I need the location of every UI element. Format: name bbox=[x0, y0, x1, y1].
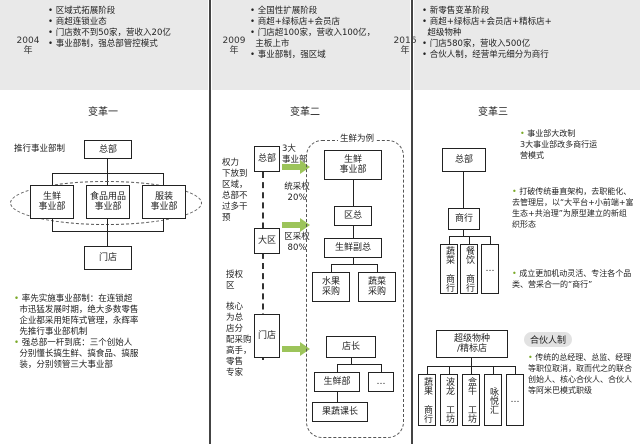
reform-3-hq: 总部 bbox=[442, 148, 486, 172]
reform-1-store: 门店 bbox=[84, 246, 132, 270]
era-2-item: • 全国性扩展阶段 bbox=[250, 6, 318, 16]
era-1-item: • 区域式拓展阶段 bbox=[48, 6, 116, 16]
reform-2-example-label: 生鲜为例 bbox=[338, 134, 377, 145]
era-2-item: • 商超+绿标店+会员店 bbox=[250, 17, 340, 27]
era-banner-1 bbox=[0, 0, 208, 90]
reform-2-core: 核心 为总 店分 配采购 高手， 零售 专家 bbox=[226, 302, 252, 378]
reform-1-side-label: 推行事业部制 bbox=[14, 144, 66, 154]
reform-2-fruit-veg: 果蔬课长 bbox=[312, 402, 368, 422]
era-3-item: • 新零售变革阶段 bbox=[422, 6, 490, 16]
reform-2-hq: 总部 bbox=[254, 146, 280, 172]
reform-3-sub-veg: 蔬菜 商行 bbox=[440, 244, 458, 294]
note-line: 分别懂长搞生鲜、搞食品、搞服 bbox=[19, 349, 139, 359]
era-banner-3 bbox=[414, 0, 640, 90]
era-2-list: • 全国性扩展阶段 • 商超+绿标店+会员店 • 门店超100家，营收入100亿… bbox=[250, 6, 410, 61]
era-2-item: • 门店超100家，营收入100亿， bbox=[250, 28, 376, 38]
reform-3-sub-food: 餐饮 商行 bbox=[460, 244, 478, 294]
reform-1-unit-apparel: 服装 事业部 bbox=[142, 185, 186, 219]
reform-3-sub-dots: … bbox=[481, 244, 499, 294]
reform-2-store-mgr: 店长 bbox=[326, 336, 376, 358]
note-line: 企业都采用矩阵式管理，永辉率 bbox=[19, 316, 139, 326]
reform-2-fresh-unit: 生鲜 事业部 bbox=[324, 150, 382, 180]
reform-1-hq: 总部 bbox=[84, 140, 132, 159]
reform-2-buy-fruit: 水果 采购 bbox=[312, 272, 350, 302]
era-3-item: 超级物种 bbox=[427, 28, 462, 38]
reform-3-top-note: • 事业部大改制 3大事业部改多商行运 营模式 bbox=[520, 129, 598, 160]
reform-3-business: 商行 bbox=[448, 208, 480, 230]
era-year-2: 2009 年 bbox=[222, 36, 246, 56]
reform-2-authorize: 授权 区 bbox=[226, 270, 244, 291]
reform-3-workshop-wine: 咏悦汇 bbox=[484, 374, 502, 426]
note-line: • 强总部一杆到底：三个创始人 bbox=[14, 338, 133, 348]
reform-1-notes: • 率先实施事业部制：在连锁超 市迅猛发展时期，绝大多数零售 企业都采用矩阵式管… bbox=[14, 294, 206, 371]
reform-3-workshop-veg: 蔬果 商行 bbox=[418, 374, 436, 426]
note-line: 市迅猛发展时期，绝大多数零售 bbox=[19, 305, 139, 315]
reform-2-arrow-icon bbox=[300, 342, 310, 356]
reform-1-unit-food: 食品用品 事业部 bbox=[86, 185, 130, 219]
era-3-item: • 门店580家，营收入500亿 bbox=[422, 39, 531, 49]
column-divider bbox=[411, 0, 413, 444]
reform-3-workshop-dots: … bbox=[506, 374, 524, 426]
reform-2-region-pct: 区采权 80% bbox=[284, 232, 310, 253]
note-line: 装，分别领管三大事业部 bbox=[19, 360, 113, 370]
reform-2-store: 门店 bbox=[254, 314, 280, 358]
reform-2-title: 变革二 bbox=[290, 107, 320, 118]
note-line: 先推行事业部机制 bbox=[19, 327, 88, 337]
reform-2-three-units: 3大 事业部 bbox=[282, 144, 308, 165]
reform-3-title: 变革三 bbox=[478, 107, 508, 118]
reform-1-unit-fresh: 生鲜 事业部 bbox=[30, 185, 74, 219]
reform-2-buy-veg: 蔬菜 采购 bbox=[358, 272, 396, 302]
reform-2-dots: … bbox=[368, 372, 394, 392]
reform-2-fresh-dept: 生鲜部 bbox=[314, 372, 360, 392]
reform-2-power-down: 权力 下放到 区域， 总部不 过多干 预 bbox=[222, 158, 248, 223]
era-3-item: • 合伙人制，经营单元细分为商行 bbox=[422, 50, 549, 60]
reform-2-region: 大区 bbox=[254, 228, 280, 254]
reform-2-overall-pct: 统采权 20% bbox=[284, 182, 310, 203]
reform-3-workshop-lobster: 波龙 工坊 bbox=[440, 374, 458, 426]
era-year-1: 2004 年 bbox=[16, 36, 40, 56]
reform-3-workshop-beef: 盒牛 工坊 bbox=[462, 374, 480, 426]
reform-3-mid-note-2: • 成立更加机动灵活、专注各个品类、营采合一的“商行” bbox=[512, 269, 632, 289]
reform-2-region-head: 区总 bbox=[334, 206, 372, 226]
reform-3-mid-note: • 打破传统垂直架构，去职能化、去管理层，以“大平台+小前端+富生态+共治理”为… bbox=[512, 187, 634, 229]
reform-2-arrow-icon bbox=[300, 160, 310, 174]
reform-1-ellipse bbox=[10, 181, 202, 225]
note-line: • 率先实施事业部制：在连锁超 bbox=[14, 294, 133, 304]
era-2-item: 主板上市 bbox=[255, 39, 290, 49]
era-3-list: • 新零售变革阶段 • 商超+绿标店+会员店+精标店+ 超级物种 • 门店580… bbox=[422, 6, 636, 61]
era-3-item: • 商超+绿标店+会员店+精标店+ bbox=[422, 17, 552, 27]
era-banner-2 bbox=[212, 0, 410, 90]
era-year-3: 2016 年 bbox=[393, 36, 417, 56]
reform-2-fresh-deputy: 生鲜副总 bbox=[324, 238, 382, 258]
reform-2-arrow-icon bbox=[300, 218, 310, 232]
era-1-item: • 商超连锁业态 bbox=[48, 17, 107, 27]
era-1-list: • 区域式拓展阶段 • 商超连锁业态 • 门店数不到50家，营收入20亿 • 事… bbox=[48, 6, 208, 50]
era-1-item: • 事业部制，强总部管控模式 bbox=[48, 39, 158, 49]
era-1-item: • 门店数不到50家，营收入20亿 bbox=[48, 28, 171, 38]
reform-3-super-store: 超级物种 /精标店 bbox=[436, 330, 508, 358]
reform-3-partner-note: • 传统的总经理、总监、经理等职位取消，取而代之的联合创始人、核心合伙人、合伙人… bbox=[528, 353, 632, 395]
reform-2-power-arrow bbox=[262, 172, 270, 360]
column-divider bbox=[209, 0, 211, 444]
reform-3-partner-title: 合伙人制 bbox=[524, 332, 573, 347]
reform-1-title: 变革一 bbox=[88, 107, 118, 118]
era-2-item: • 事业部制，强区域 bbox=[250, 50, 326, 60]
